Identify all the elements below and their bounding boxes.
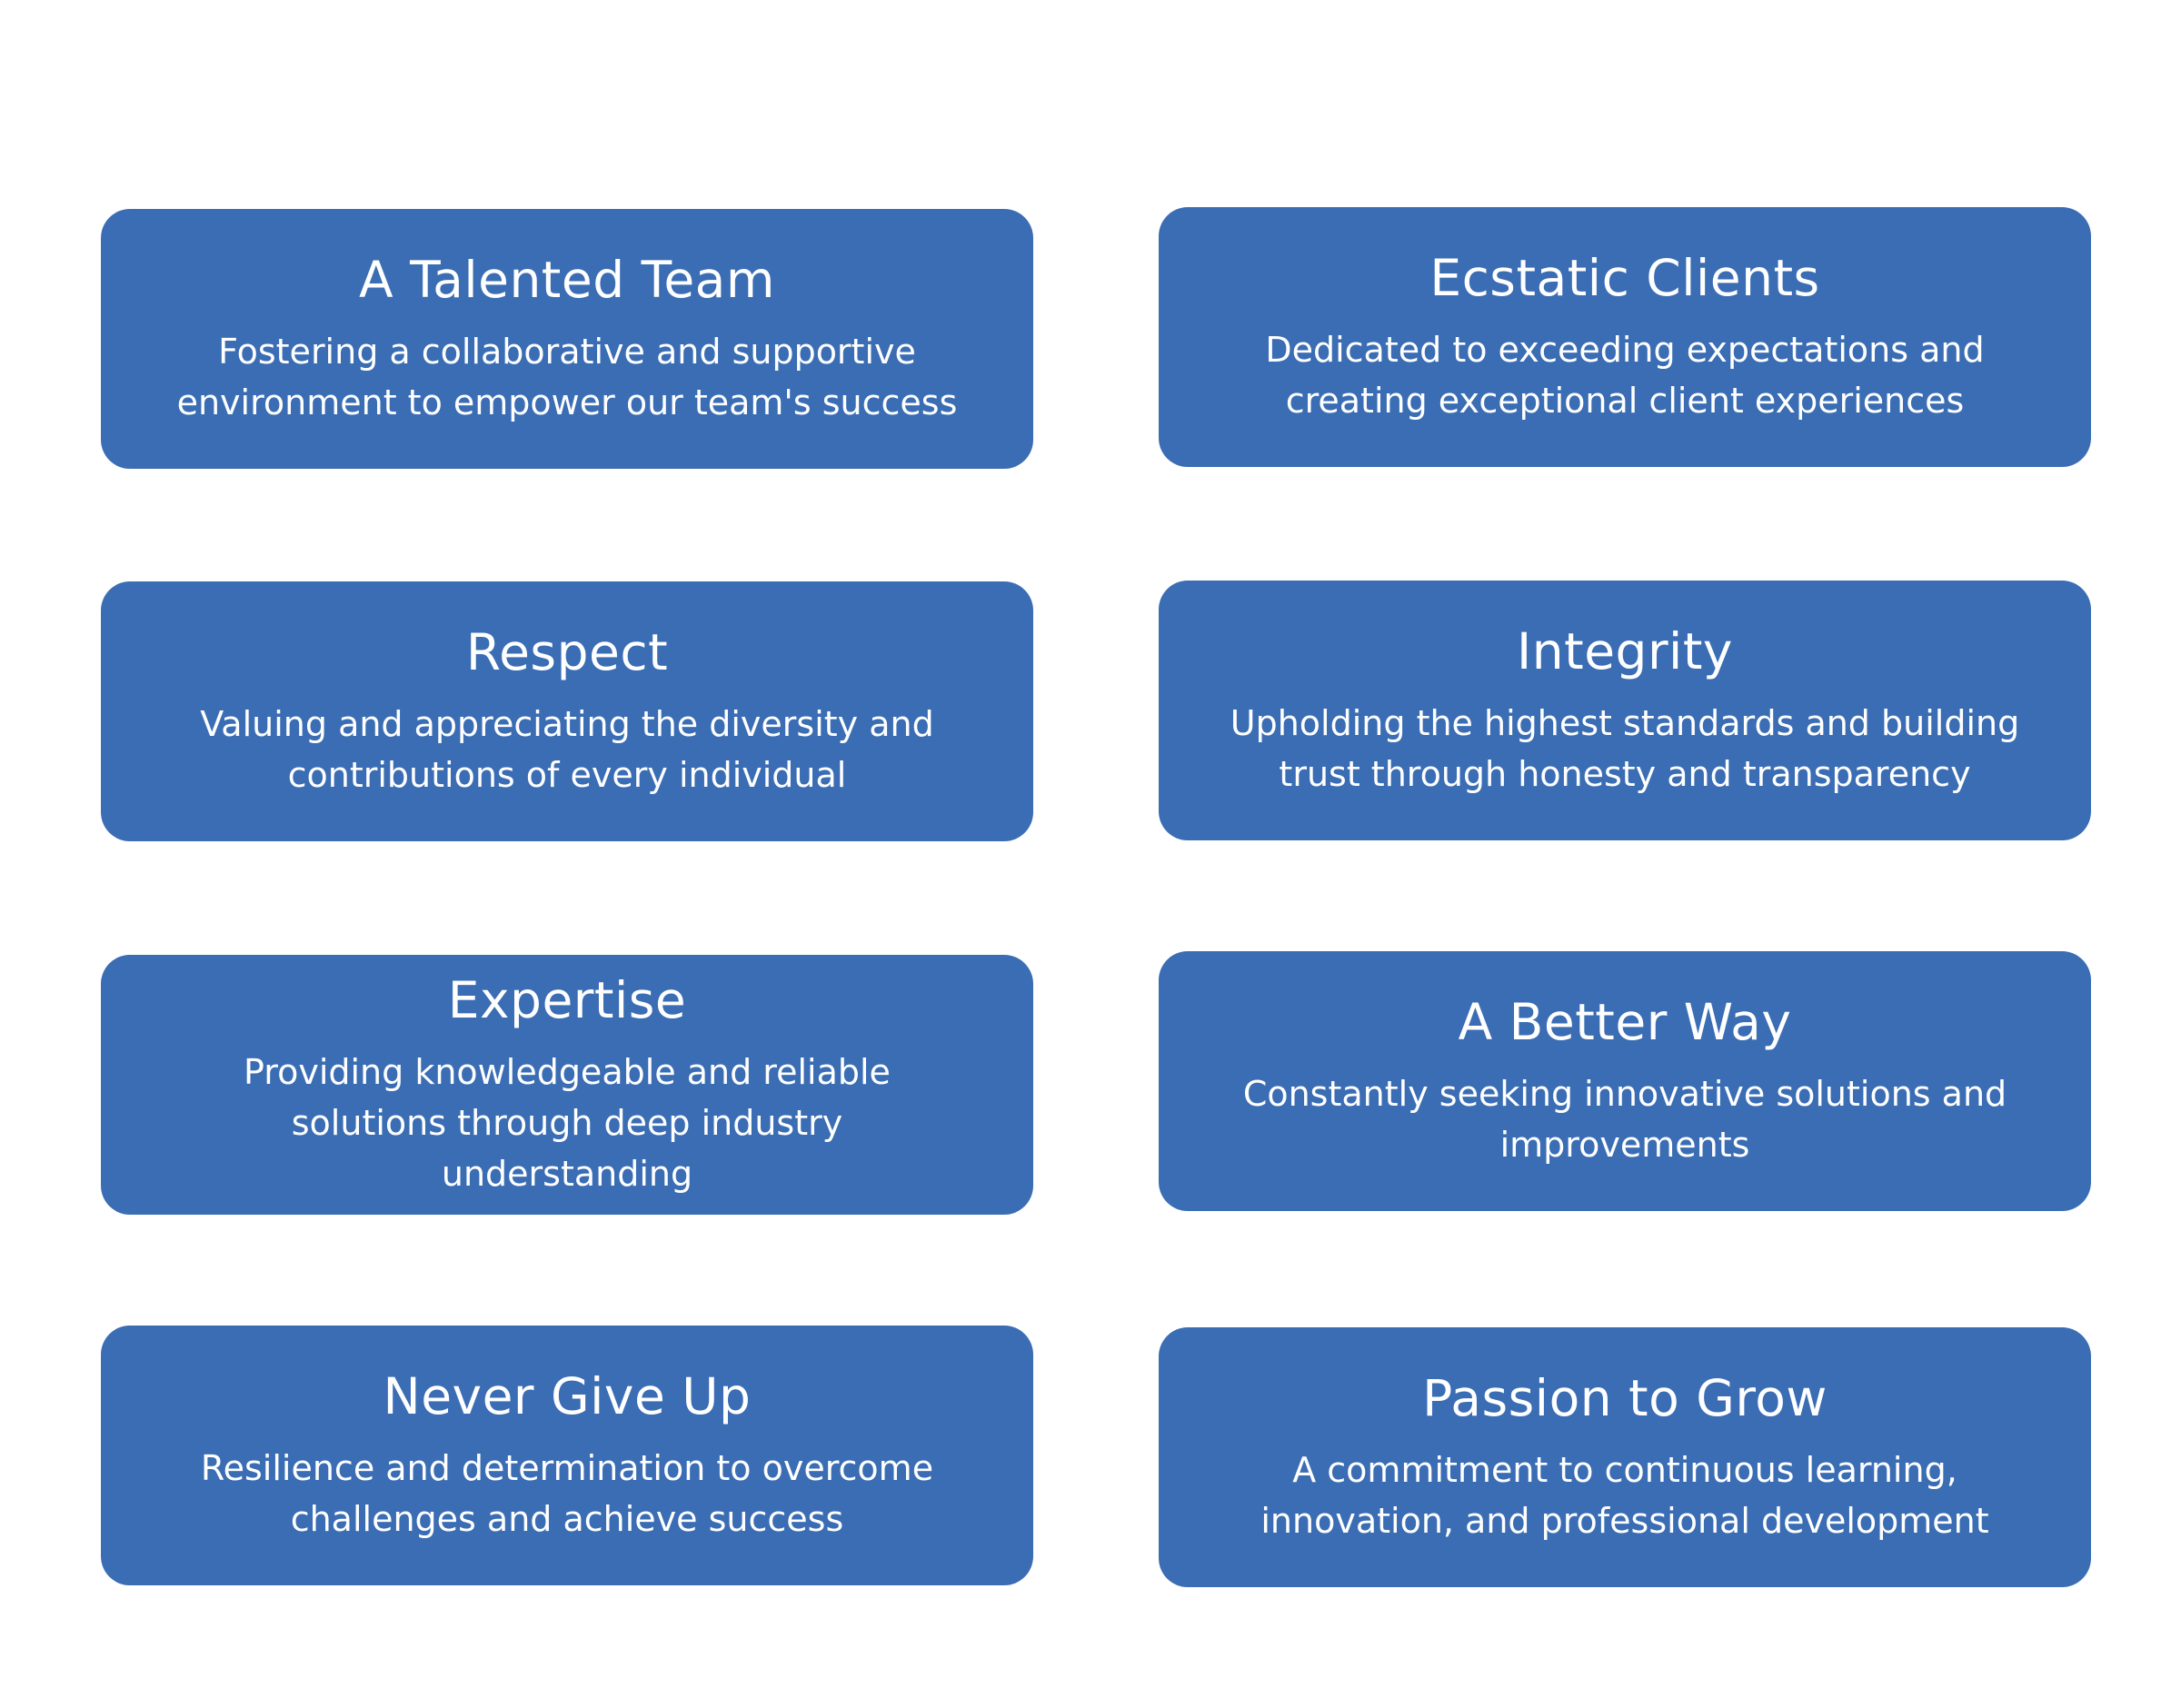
value-card-description: A commitment to continuous learning, inn… — [1260, 1450, 1989, 1541]
value-card-respect: Respect Valuing and appreciating the div… — [101, 581, 1033, 841]
value-card-title: Ecstatic Clients — [1429, 249, 1820, 307]
value-card-description: Valuing and appreciating the diversity a… — [200, 704, 934, 795]
value-card-passion-to-grow: Passion to Grow A commitment to continuo… — [1159, 1327, 2091, 1587]
value-card-ecstatic-clients: Ecstatic Clients Dedicated to exceeding … — [1159, 207, 2091, 467]
value-card-description: Providing knowledgeable and reliable sol… — [244, 1052, 891, 1194]
value-card-description: Resilience and determination to overcome… — [200, 1448, 934, 1539]
value-card-description: Fostering a collaborative and supportive… — [176, 332, 958, 422]
value-card-description: Upholding the highest standards and buil… — [1230, 703, 2020, 794]
value-card-title: Never Give Up — [383, 1367, 752, 1425]
value-card-title: Expertise — [447, 971, 687, 1029]
value-card-title: Passion to Grow — [1422, 1369, 1827, 1427]
value-card-description: Dedicated to exceeding expectations and … — [1265, 330, 1985, 421]
value-card-integrity: Integrity Upholding the highest standard… — [1159, 581, 2091, 840]
value-card-talented-team: A Talented Team Fostering a collaborativ… — [101, 209, 1033, 469]
value-card-title: A Better Way — [1458, 993, 1792, 1051]
value-card-title: Respect — [465, 623, 669, 681]
value-card-expertise: Expertise Providing knowledgeable and re… — [101, 955, 1033, 1215]
value-card-description: Constantly seeking innovative solutions … — [1242, 1074, 2007, 1165]
value-card-never-give-up: Never Give Up Resilience and determinati… — [101, 1326, 1033, 1585]
value-card-title: Integrity — [1517, 622, 1733, 680]
value-card-better-way: A Better Way Constantly seeking innovati… — [1159, 951, 2091, 1211]
value-card-title: A Talented Team — [359, 251, 775, 309]
